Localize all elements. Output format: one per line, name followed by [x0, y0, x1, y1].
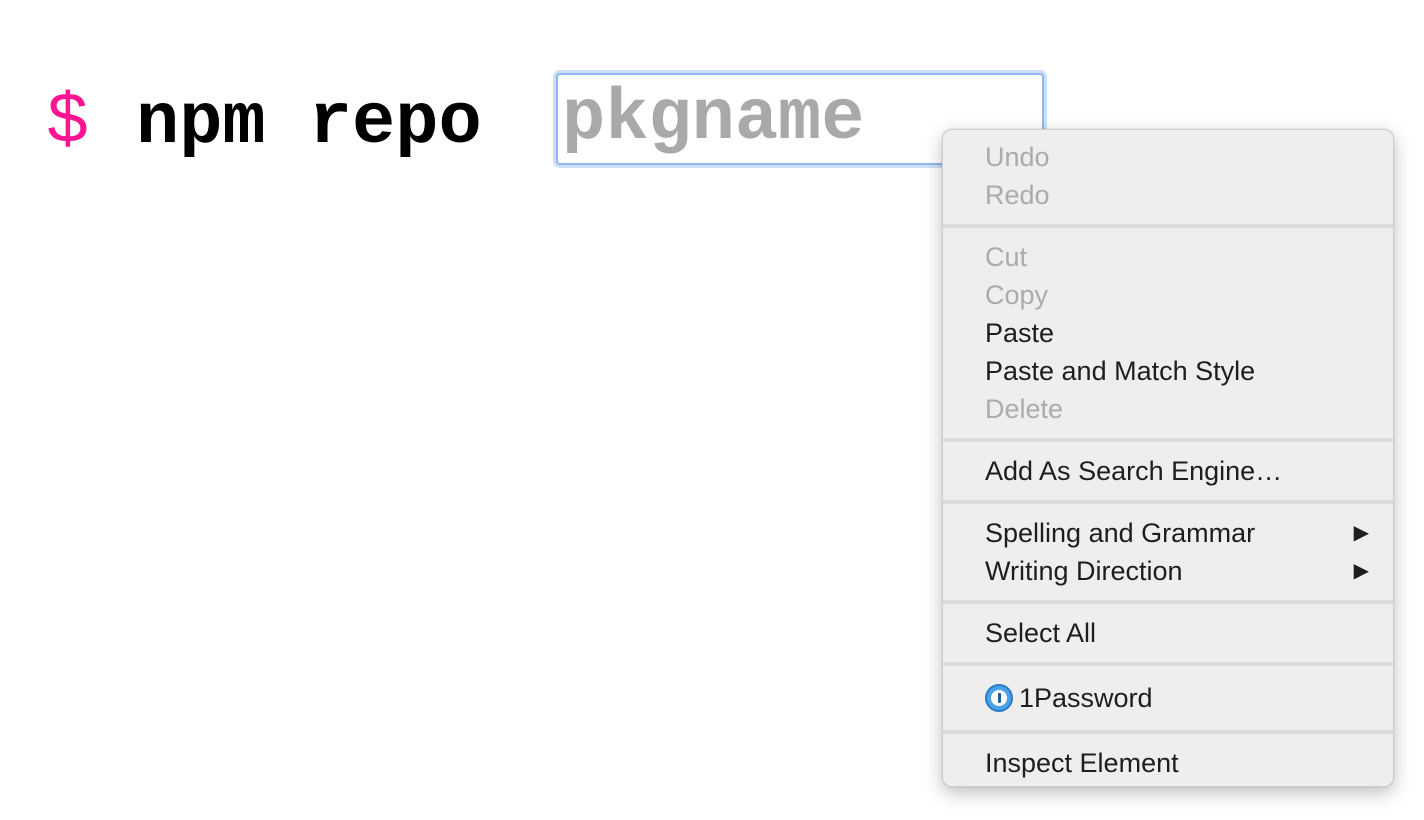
menu-item-1password[interactable]: 1Password [943, 676, 1393, 720]
submenu-arrow-icon: ▶ [1353, 522, 1369, 544]
menu-separator [943, 500, 1393, 504]
submenu-arrow-icon: ▶ [1353, 560, 1369, 582]
1password-icon [985, 683, 1013, 712]
menu-item-spelling-and-grammar[interactable]: Spelling and Grammar ▶ [943, 514, 1393, 552]
menu-separator [943, 730, 1393, 734]
menu-item-paste[interactable]: Paste [985, 318, 1055, 348]
context-menu: Undo Redo Cut Copy Paste Paste and Match… [942, 129, 1394, 787]
command-prompt: $ npm repo [46, 80, 482, 166]
menu-item-redo[interactable]: Redo [985, 180, 1050, 210]
menu-item-paste-and-match-style[interactable]: Paste and Match Style [985, 356, 1256, 386]
menu-separator [943, 600, 1393, 604]
menu-item-writing-direction[interactable]: Writing Direction ▶ [943, 552, 1393, 590]
menu-item-label: 1Password [1019, 683, 1153, 713]
menu-item-delete[interactable]: Delete [985, 394, 1064, 424]
command-text: npm repo [136, 82, 482, 164]
package-name-input[interactable] [556, 73, 1044, 165]
menu-item-label: Spelling and Grammar [985, 518, 1256, 548]
menu-item-cut[interactable]: Cut [985, 242, 1028, 272]
menu-item-undo[interactable]: Undo [985, 142, 1050, 172]
prompt-symbol: $ [46, 82, 90, 164]
menu-separator [943, 662, 1393, 666]
menu-item-add-as-search-engine[interactable]: Add As Search Engine… [985, 456, 1283, 486]
menu-item-inspect-element[interactable]: Inspect Element [985, 748, 1179, 778]
menu-item-select-all[interactable]: Select All [985, 618, 1097, 648]
menu-separator [943, 224, 1393, 228]
menu-separator [943, 438, 1393, 442]
menu-item-copy[interactable]: Copy [985, 280, 1049, 310]
menu-item-label: Writing Direction [985, 556, 1183, 586]
